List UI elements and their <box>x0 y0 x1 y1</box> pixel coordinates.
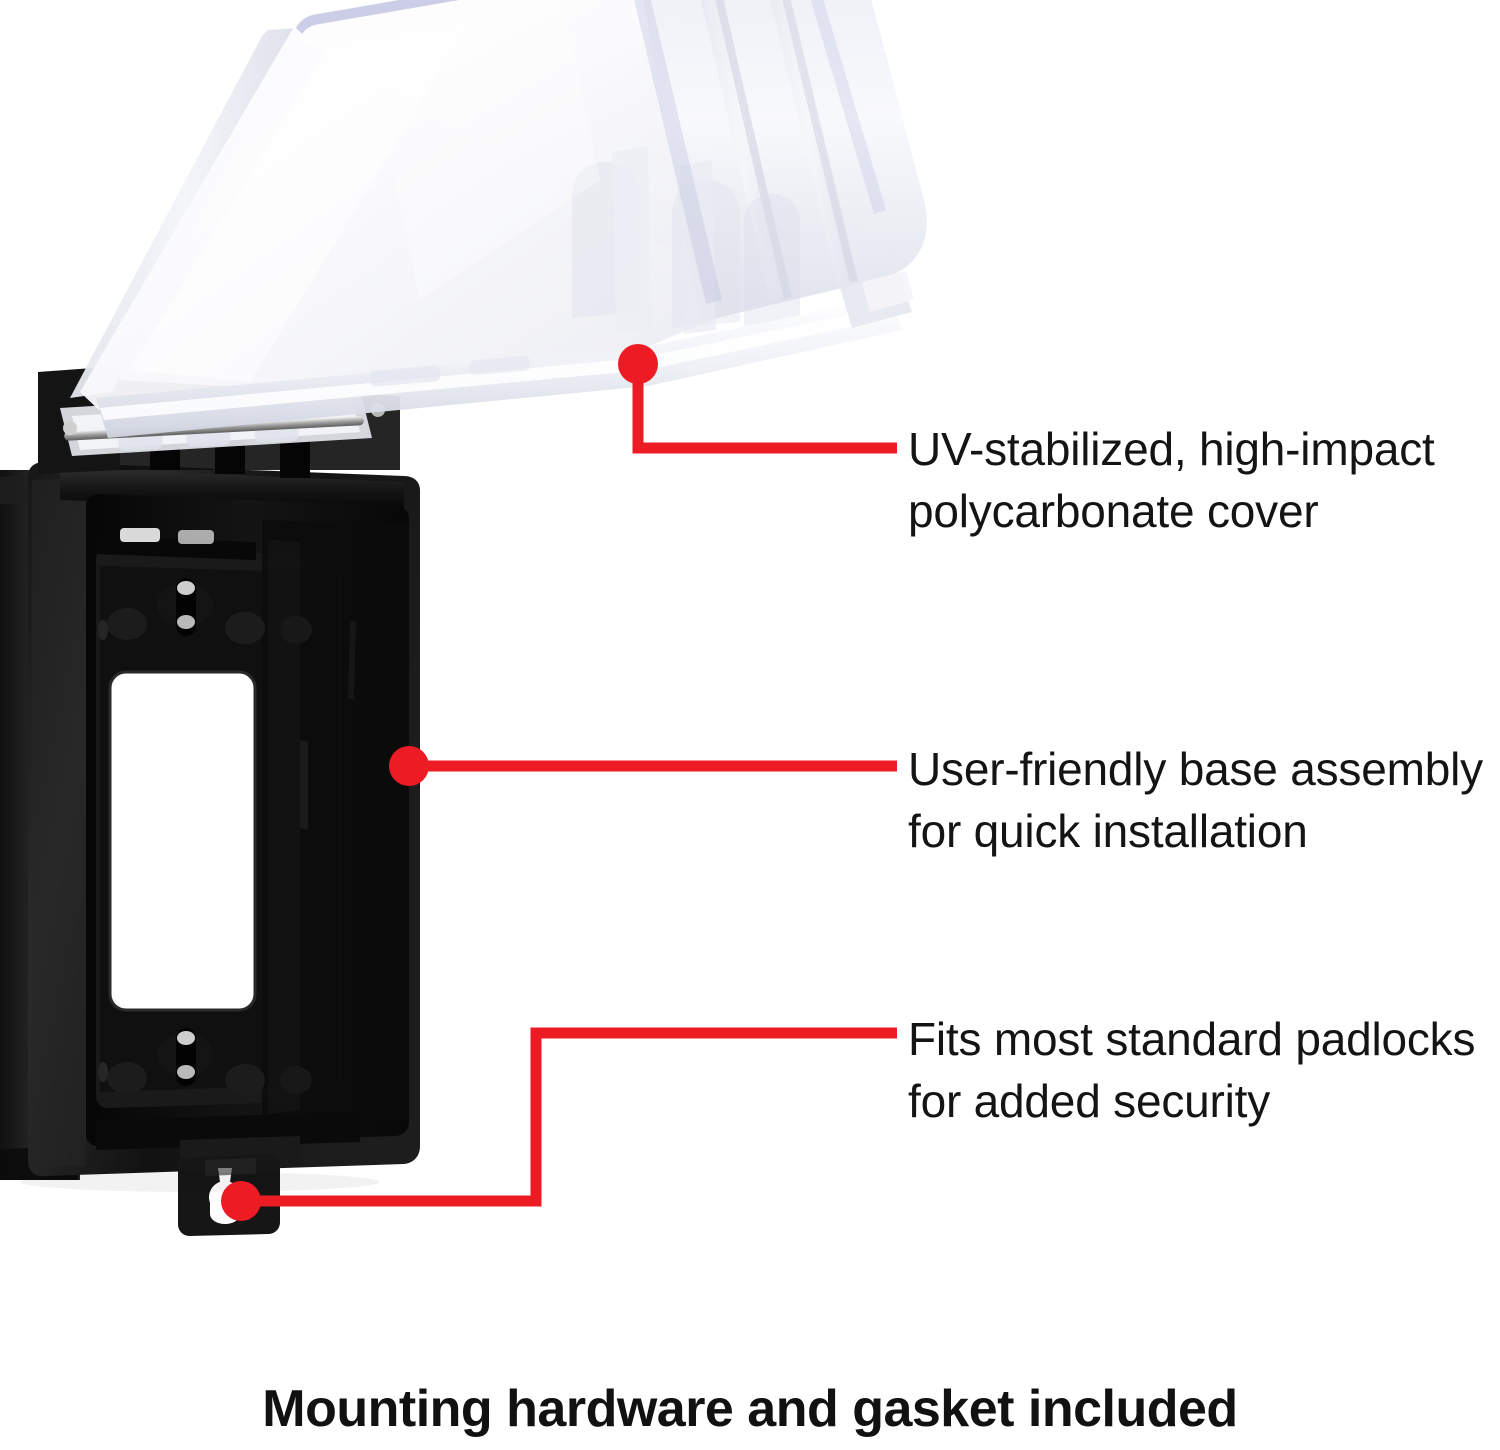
bottom-caption: Mounting hardware and gasket included <box>262 1380 1238 1438</box>
callout-label-padlock: Fits most standard padlocks for added se… <box>908 1013 1476 1127</box>
callout-dot-padlock <box>221 1181 261 1221</box>
leader-line-base <box>389 746 897 786</box>
callout-label-cover: UV-stabilized, high-impact polycarbonate… <box>908 423 1435 537</box>
callout-label-base: User-friendly base assembly for quick in… <box>908 743 1483 857</box>
leader-line-cover <box>618 344 897 454</box>
callout-dot-base <box>389 746 429 786</box>
leader-line-padlock <box>221 1027 897 1221</box>
callout-dot-cover <box>618 344 658 384</box>
